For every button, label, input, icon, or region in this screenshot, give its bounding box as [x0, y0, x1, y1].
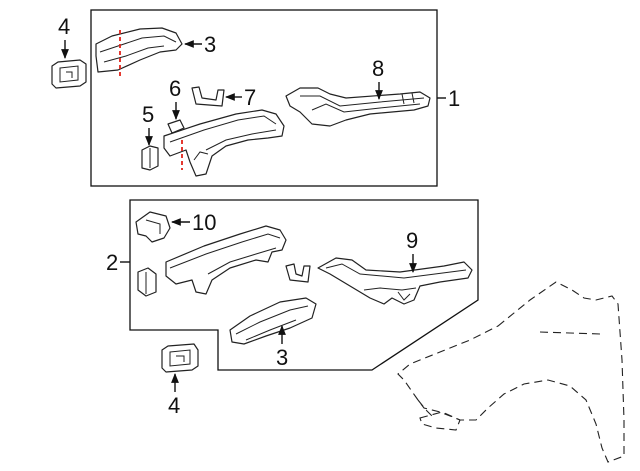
- part-10[interactable]: [135, 211, 171, 243]
- fender-outline: [397, 281, 625, 463]
- part-3-lower[interactable]: [229, 297, 317, 345]
- front-side-member-upper[interactable]: [163, 109, 285, 177]
- part-7[interactable]: [191, 86, 225, 107]
- part-6[interactable]: [167, 119, 185, 134]
- callout-3-lower: 3: [276, 345, 288, 370]
- part-9[interactable]: [317, 257, 473, 305]
- callout-10: 10: [192, 210, 216, 235]
- bracket-left-lower[interactable]: [137, 267, 157, 297]
- part-4-lower[interactable]: [161, 343, 199, 373]
- front-side-member-lower[interactable]: [165, 225, 287, 295]
- callout-5: 5: [142, 102, 154, 127]
- part-4-upper[interactable]: [51, 59, 87, 89]
- callout-7: 7: [244, 85, 256, 110]
- callout-4-upper: 4: [58, 14, 70, 39]
- callout-1: 1: [448, 86, 460, 111]
- callout-8: 8: [372, 56, 384, 81]
- callout-3-upper: 3: [204, 32, 216, 57]
- group-2-box: [129, 199, 479, 371]
- clip-lower[interactable]: [285, 263, 311, 283]
- part-8[interactable]: [285, 87, 431, 127]
- part-5[interactable]: [141, 145, 159, 171]
- callout-4-lower: 4: [168, 393, 180, 418]
- callout-6: 6: [169, 76, 181, 101]
- part-3-upper[interactable]: [95, 27, 183, 76]
- callout-9: 9: [406, 228, 418, 253]
- callout-2: 2: [106, 250, 118, 275]
